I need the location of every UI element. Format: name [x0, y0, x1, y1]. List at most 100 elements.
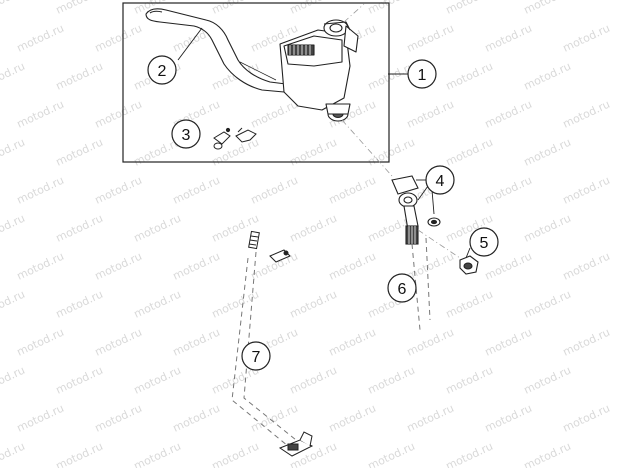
watermark-text: motod.ru [444, 136, 495, 169]
callout-3: 3 [171, 119, 201, 149]
callout-7-label: 7 [252, 349, 261, 366]
watermark-text: motod.ru [249, 98, 300, 131]
watermark-text: motod.ru [54, 288, 105, 321]
watermark-text: motod.ru [171, 326, 222, 359]
watermark-text: motod.ru [405, 250, 456, 283]
watermark-text: motod.ru [444, 440, 495, 468]
leader-lines [177, 27, 471, 259]
watermark-text: motod.ru [15, 326, 66, 359]
watermark-text: motod.ru [522, 288, 573, 321]
watermark-text: motod.ru [522, 440, 573, 468]
watermark-text: motod.ru [405, 98, 456, 131]
watermark-text: motod.ru [93, 98, 144, 131]
watermark-text: motod.ru [93, 326, 144, 359]
reservoir-fins [287, 44, 315, 56]
callout-3-label: 3 [182, 127, 191, 144]
callout-7: 7 [241, 341, 271, 371]
watermark-text: motod.ru [327, 250, 378, 283]
watermark-text: motod.ru [54, 0, 105, 17]
watermark-text: motod.ru [444, 288, 495, 321]
watermark-text: motod.ru [327, 326, 378, 359]
watermark-text: motod.ru [210, 288, 261, 321]
banjo-fitting-part [391, 175, 441, 245]
watermark-text: motod.ru [483, 326, 534, 359]
watermark-text: motod.ru [561, 326, 612, 359]
callout-2: 2 [147, 55, 177, 85]
watermark-text: motod.ru [483, 174, 534, 207]
watermark-text: motod.ru [93, 174, 144, 207]
hose-part [411, 237, 431, 331]
watermark-text: motod.ru [171, 402, 222, 435]
watermark-text: motod.ru [54, 440, 105, 468]
callout-5-label: 5 [480, 235, 489, 252]
watermark-text: motod.ru [561, 98, 612, 131]
watermark-text: motod.ru [444, 364, 495, 397]
watermark-text: motod.ru [132, 212, 183, 245]
watermark-text: motod.ru [132, 288, 183, 321]
watermark-text: motod.ru [15, 174, 66, 207]
watermark-text: motod.ru [522, 136, 573, 169]
watermark-text: motod.ru [366, 440, 417, 468]
watermark-text: motod.ru [93, 402, 144, 435]
watermark-text: motod.ru [327, 174, 378, 207]
watermark-text: motod.ru [444, 0, 495, 17]
watermark-text: motod.ru [54, 212, 105, 245]
cable-end-bottom [278, 431, 314, 457]
watermark-text: motod.ru [561, 402, 612, 435]
watermark-text: motod.ru [171, 250, 222, 283]
assembly-frame [122, 2, 390, 163]
watermark-text: motod.ru [15, 250, 66, 283]
watermark-text: motod.ru [93, 250, 144, 283]
watermark-text: motod.ru [366, 136, 417, 169]
watermark-text: motod.ru [249, 402, 300, 435]
callout-6: 6 [387, 273, 417, 303]
watermark-text: motod.ru [483, 402, 534, 435]
watermark-text: motod.ru [0, 364, 27, 397]
watermark-text: motod.ru [0, 60, 27, 93]
watermark-text: motod.ru [288, 288, 339, 321]
watermark-text: motod.ru [15, 22, 66, 55]
watermark-text: motod.ru [522, 60, 573, 93]
callout-5: 5 [469, 227, 499, 257]
screw-bracket-part [213, 127, 257, 150]
callout-1: 1 [407, 59, 437, 89]
callout-4: 4 [425, 165, 455, 195]
watermark-text: motod.ru [54, 364, 105, 397]
watermark-text: motod.ru [522, 0, 573, 17]
watermark-text: motod.ru [522, 212, 573, 245]
nut-part [459, 255, 479, 275]
watermark-text: motod.ru [405, 22, 456, 55]
callout-2-label: 2 [158, 63, 167, 80]
watermark-text: motod.ru [54, 60, 105, 93]
callout-4-label: 4 [436, 173, 445, 190]
callout-6-label: 6 [398, 281, 407, 298]
watermark-text: motod.ru [288, 364, 339, 397]
watermark-text: motod.ru [483, 22, 534, 55]
watermark-text: motod.ru [0, 288, 27, 321]
watermark-text: motod.ru [15, 402, 66, 435]
centre-lines [341, 3, 461, 259]
watermark-text: motod.ru [0, 0, 27, 17]
watermark-text: motod.ru [561, 250, 612, 283]
watermark-text: motod.ru [249, 174, 300, 207]
watermark-text: motod.ru [288, 136, 339, 169]
watermark-text: motod.ru [327, 402, 378, 435]
watermark-text: motod.ru [405, 326, 456, 359]
watermark-text: motod.ru [444, 60, 495, 93]
watermark-text: motod.ru [15, 98, 66, 131]
watermark-text: motod.ru [288, 212, 339, 245]
watermark-text: motod.ru [93, 22, 144, 55]
watermark-text: motod.ru [366, 364, 417, 397]
watermark-text: motod.ru [561, 22, 612, 55]
cable-adjuster [269, 249, 291, 263]
master-cylinder-part [279, 19, 359, 122]
watermark-text: motod.ru [0, 136, 27, 169]
watermark-text: motod.ru [0, 440, 27, 468]
cable-end-top [248, 230, 260, 250]
watermark-text: motod.ru [0, 212, 27, 245]
cable-part [231, 251, 297, 447]
watermark-text: motod.ru [132, 364, 183, 397]
watermark-text: motod.ru [54, 136, 105, 169]
